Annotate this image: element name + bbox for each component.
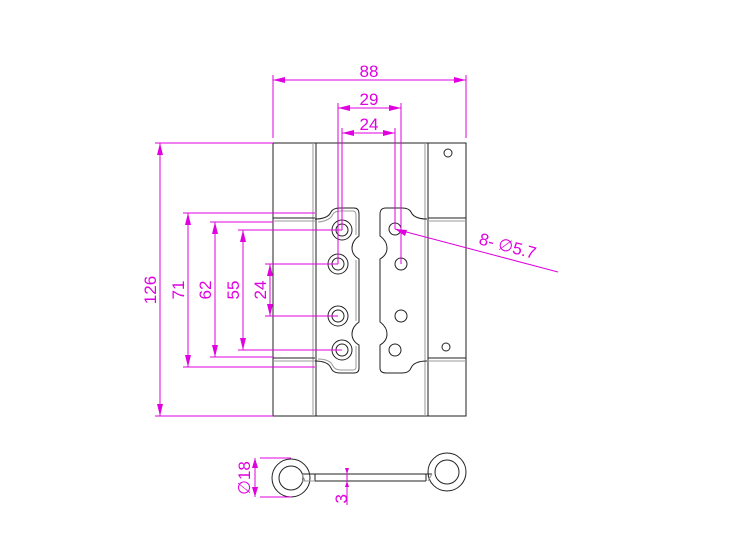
dimension-arrowhead (345, 468, 349, 474)
knuckle-band-lines (273, 217, 466, 362)
hole-circle (434, 459, 460, 485)
dimension-arrowhead (395, 229, 407, 236)
dim-88: 88 (360, 62, 379, 81)
drawing-line (302, 473, 432, 482)
dimension-arrowhead (273, 77, 285, 83)
dimension-arrowhead (157, 143, 163, 155)
right-leaf (379, 207, 428, 374)
dimension-arrowhead (267, 264, 273, 276)
dimension-arrowhead (252, 487, 258, 497)
hole-callout: 8- ∅5.7 (477, 230, 538, 263)
dimension-arrowhead (454, 77, 466, 83)
dimension-arrowhead (157, 404, 163, 416)
drawing-line (394, 228, 559, 273)
dimension-arrowhead (185, 355, 191, 367)
dim-thickness: 3 (332, 494, 351, 503)
hole-circle (441, 342, 451, 352)
hole-circle (443, 148, 453, 158)
hole-circle (388, 343, 402, 357)
dimension-arrowhead (212, 345, 218, 357)
dimension-arrowhead (252, 458, 258, 468)
dimension-arrowhead (267, 304, 273, 316)
dimension-arrowhead (342, 130, 354, 136)
front-view (272, 142, 467, 417)
plain-holes (388, 148, 453, 357)
dim-55: 55 (224, 281, 243, 300)
dimension-lines (155, 75, 559, 417)
drawing-line (301, 473, 433, 482)
dim-24-vertical: 24 (251, 281, 270, 300)
hinge-outline (272, 142, 467, 417)
dim-71: 71 (169, 281, 188, 300)
hole-circle (271, 458, 311, 498)
dimension-labels: 88 29 24 126 71 62 55 24 8- ∅5.7 ∅18 3 (141, 62, 538, 503)
dimension-arrowhead (345, 481, 349, 487)
hole-circle (394, 309, 408, 323)
dimension-arrowhead (383, 130, 395, 136)
dimension-arrowhead (338, 105, 350, 111)
dim-knuckle-diameter: ∅18 (235, 461, 254, 495)
dim-29: 29 (360, 90, 379, 109)
top-view (252, 452, 467, 505)
dimension-arrowhead (185, 213, 191, 225)
hole-circle (427, 452, 467, 492)
dim-62: 62 (196, 281, 215, 300)
countersunk-holes (327, 219, 353, 361)
hole-circle (278, 465, 304, 491)
dimension-arrowhead (389, 105, 401, 111)
dim-24-horizontal: 24 (360, 115, 379, 134)
dimension-arrowhead (240, 338, 246, 350)
dim-126: 126 (141, 276, 160, 304)
dimension-arrowhead (240, 230, 246, 242)
drawing-line (317, 210, 357, 371)
dimension-arrowhead (212, 222, 218, 234)
